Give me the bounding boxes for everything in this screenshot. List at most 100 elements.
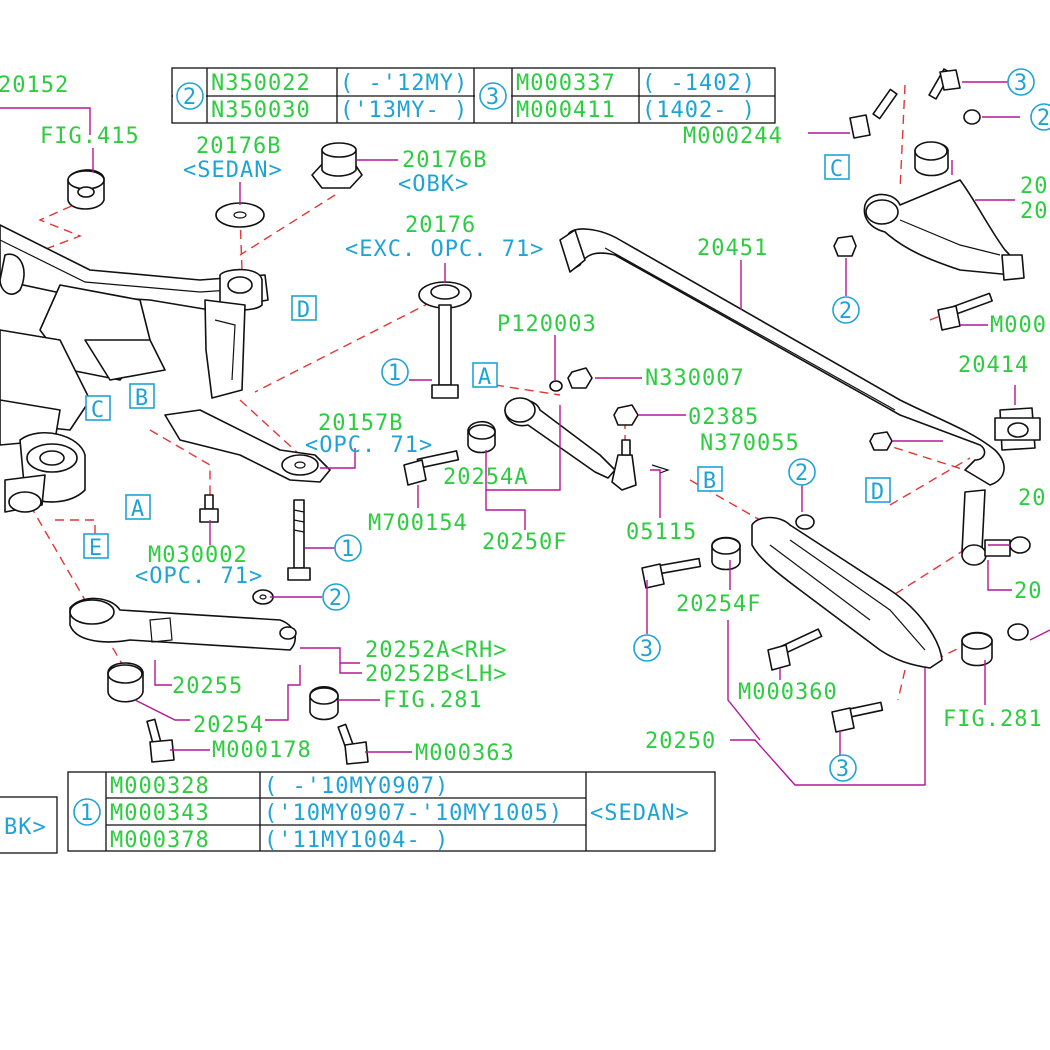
pin-05115 bbox=[651, 464, 670, 474]
label-m000363: M000363 bbox=[415, 741, 515, 766]
label-m000244: M000244 bbox=[683, 124, 783, 149]
label-m700154: M700154 bbox=[368, 511, 468, 536]
cut-off-note: BK> bbox=[4, 815, 47, 840]
lateral-link-20252 bbox=[69, 597, 297, 651]
mount-20176b-obk bbox=[311, 142, 363, 189]
bolt-m000178 bbox=[146, 718, 175, 763]
callout-2: 2 bbox=[839, 299, 853, 324]
ref-box-b: B bbox=[703, 469, 717, 494]
nut-n330007 bbox=[549, 367, 593, 392]
nut-02385 bbox=[613, 404, 639, 426]
label-20176: 20176 bbox=[405, 213, 476, 238]
label-02385: 02385 bbox=[688, 405, 759, 430]
bushing-20152 bbox=[67, 169, 105, 210]
label-20252a-rh: 20252A<RH> bbox=[365, 638, 507, 663]
table-bottom-range: ( -'10MY0907) bbox=[264, 774, 449, 799]
callout-1: 1 bbox=[341, 537, 355, 562]
ref-box-a: A bbox=[131, 497, 145, 522]
mount-20176b-sedan bbox=[215, 202, 265, 228]
label-p120003: P120003 bbox=[497, 312, 597, 337]
table-top-range: ( -1402) bbox=[642, 71, 756, 96]
table-top-key-3: 3 bbox=[486, 85, 500, 110]
washer-2-top-right bbox=[963, 109, 981, 125]
bolt-m000363 bbox=[337, 723, 369, 765]
ref-box-a: A bbox=[478, 365, 492, 390]
note-opc71: <OPC. 71> bbox=[305, 433, 433, 458]
table-bottom-part: M000328 bbox=[110, 774, 210, 799]
note-obk: <OBK> bbox=[398, 172, 469, 197]
table-top-part: N350022 bbox=[211, 71, 311, 96]
table-bottom-key-1: 1 bbox=[80, 801, 94, 826]
label-fig281: FIG.281 bbox=[383, 688, 483, 713]
label-20152: 20152 bbox=[0, 73, 69, 98]
label-n370055: N370055 bbox=[700, 431, 800, 456]
table-top-part: M000411 bbox=[516, 98, 616, 123]
ref-box-d: D bbox=[871, 480, 885, 505]
table-top-key-2: 2 bbox=[183, 85, 197, 110]
callout-2: 2 bbox=[329, 586, 343, 611]
nut-2-right bbox=[833, 235, 857, 257]
table-bottom-range: ('10MY0907-'10MY1005) bbox=[264, 801, 563, 826]
bracket-20157b bbox=[164, 409, 331, 483]
label-20250: 20250 bbox=[645, 729, 716, 754]
bolt-3-top-right bbox=[928, 68, 961, 100]
label-20176b: 20176B bbox=[196, 134, 281, 159]
bolt-long-upper bbox=[287, 499, 311, 581]
nut-n370055 bbox=[869, 431, 893, 451]
note-sedan: <SEDAN> bbox=[183, 158, 283, 183]
table-bottom-part: M000378 bbox=[110, 828, 210, 853]
label-20414: 20414 bbox=[958, 353, 1029, 378]
label-20176b: 20176B bbox=[402, 148, 487, 173]
table-bottom-note: <SEDAN> bbox=[590, 801, 690, 826]
lower-arm-20250 bbox=[711, 516, 943, 669]
note-opc71: <OPC. 71> bbox=[135, 564, 263, 589]
callout-3: 3 bbox=[1014, 71, 1028, 96]
label-20250f: 20250F bbox=[482, 530, 567, 555]
label-20254: 20254 bbox=[193, 713, 264, 738]
bushing-20254 bbox=[107, 662, 144, 703]
bolt-m700154 bbox=[403, 450, 460, 486]
callout-2: 2 bbox=[1037, 106, 1050, 131]
label-20157b: 20157B bbox=[318, 411, 403, 436]
bolt-m000244 bbox=[849, 88, 898, 139]
label-20252b-lh: 20252B<LH> bbox=[365, 662, 507, 687]
note-exc-opc71: <EXC. OPC. 71> bbox=[345, 237, 544, 262]
bolt-3-left bbox=[641, 557, 702, 589]
label-20255: 20255 bbox=[172, 674, 243, 699]
ref-box-c: C bbox=[91, 398, 105, 423]
trailing-arm-bushing bbox=[4, 432, 86, 513]
ref-box-b: B bbox=[135, 386, 149, 411]
bolt-3-bottom bbox=[831, 701, 884, 733]
table-top-range: (1402- ) bbox=[642, 98, 756, 123]
label-m030002: M030002 bbox=[148, 543, 248, 568]
label-20451: 20451 bbox=[697, 236, 768, 261]
label-fig415: FIG.415 bbox=[40, 124, 140, 149]
bushing-fig281-right bbox=[961, 623, 1029, 667]
bolt-m030002 bbox=[199, 494, 219, 523]
label-fig281: FIG.281 bbox=[943, 707, 1043, 732]
callout-1: 1 bbox=[388, 361, 402, 386]
ref-box-c: C bbox=[830, 157, 844, 182]
label-cut-off: 20 bbox=[1020, 199, 1049, 224]
crossmember-assembly bbox=[0, 224, 269, 446]
top-spec-table: 2 3 N350022 ( -'12MY) N350030 ('13MY- ) … bbox=[171, 67, 776, 124]
bushing-fig281-mid bbox=[309, 685, 339, 721]
label-m000178: M000178 bbox=[212, 738, 312, 763]
bottom-spec-table: 1 M000328 ( -'10MY0907) M000343 ('10MY09… bbox=[0, 771, 716, 854]
table-top-part: M000337 bbox=[516, 71, 616, 96]
ref-box-d: D bbox=[297, 298, 311, 323]
label-05115: 05115 bbox=[626, 520, 697, 545]
label-m000360: M000360 bbox=[738, 680, 838, 705]
callout-2: 2 bbox=[795, 461, 809, 486]
circled-callouts: 3 2 2 1 2 1 2 3 3 bbox=[322, 68, 1050, 782]
label-20254f: 20254F bbox=[676, 592, 761, 617]
label-n330007: N330007 bbox=[645, 366, 745, 391]
stabilizer-link bbox=[961, 489, 1031, 566]
callout-3: 3 bbox=[640, 637, 654, 662]
bushing-20414 bbox=[994, 407, 1041, 451]
table-top-range: ('13MY- ) bbox=[340, 98, 468, 123]
stabilizer-bar-20451 bbox=[559, 228, 1005, 486]
ref-box-e: E bbox=[89, 536, 103, 561]
upper-arm-right bbox=[863, 141, 1025, 281]
